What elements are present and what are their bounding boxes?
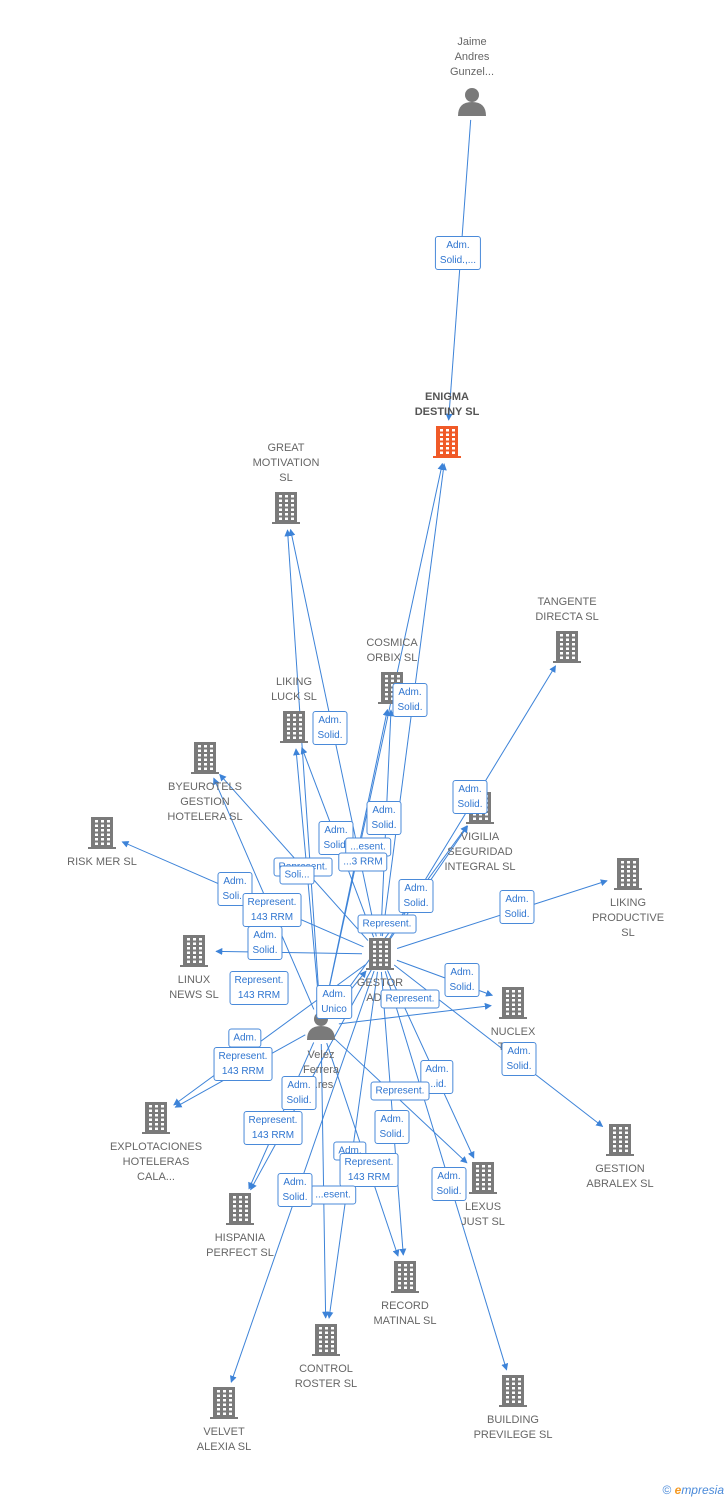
node-label-cosmica[interactable]: COSMICA ORBIX SL	[366, 637, 418, 664]
node-label-enigma[interactable]: ENIGMA DESTINY SL	[414, 391, 480, 418]
building-icon-hispania[interactable]	[226, 1193, 254, 1225]
node-label-hispania[interactable]: HISPANIA PERFECT SL	[206, 1232, 274, 1259]
building-icon-enigma[interactable]	[433, 426, 461, 458]
node-label-liking_prod[interactable]: LIKING PRODUCTIVE SL	[591, 897, 665, 939]
edge-role-label[interactable]: Adm. Solid.	[281, 1076, 317, 1110]
building-icon-building[interactable]	[499, 1375, 527, 1407]
edge-role-label[interactable]: Adm. Solid.	[501, 1042, 537, 1076]
node-label-vigilia[interactable]: VIGILIA SEGURIDAD INTEGRAL SL	[444, 831, 516, 873]
edge-gestor-to-linux	[215, 947, 363, 955]
footer-brand: © empresia	[662, 1483, 724, 1497]
edge-velez-to-control	[320, 1043, 330, 1319]
edge-role-label[interactable]: Adm. Solid.	[247, 926, 283, 960]
node-label-risk[interactable]: RISK MER SL	[67, 856, 137, 868]
edge-velez-to-lexus	[333, 1037, 468, 1164]
building-icon-tangente[interactable]	[553, 631, 581, 663]
edge-role-label[interactable]: ...esent.	[310, 1185, 356, 1205]
edge-role-label[interactable]: Adm. Solid.	[444, 963, 480, 997]
node-label-linux[interactable]: LINUX NEWS SL	[169, 974, 219, 1001]
edge-role-label[interactable]: Adm. Solid.	[499, 890, 535, 924]
edge-role-label[interactable]: Adm. Solid.	[366, 801, 402, 835]
edge-role-label[interactable]: Represent. 143 RRM	[229, 971, 289, 1005]
building-icon-nuclex[interactable]	[499, 987, 527, 1019]
edge-role-label[interactable]: Adm. Solid.	[398, 879, 434, 913]
brand-name: mpresia	[681, 1483, 724, 1497]
building-icon-velvet[interactable]	[210, 1387, 238, 1419]
building-icon-liking_prod[interactable]	[614, 858, 642, 890]
edge-role-label[interactable]: Adm. Solid.	[312, 711, 348, 745]
person-icon-jaime[interactable]	[458, 88, 486, 116]
node-label-explotaciones[interactable]: EXPLOTACIONES HOTELERAS CALA...	[109, 1141, 203, 1183]
node-label-liking_luck[interactable]: LIKING LUCK SL	[271, 676, 317, 703]
nodes-layer	[88, 88, 642, 1419]
node-label-lexus[interactable]: LEXUS JUST SL	[461, 1201, 505, 1228]
building-icon-risk[interactable]	[88, 817, 116, 849]
building-icon-linux[interactable]	[180, 935, 208, 967]
edge-role-label[interactable]: Represent.	[380, 989, 440, 1009]
node-label-building[interactable]: BUILDING PREVILEGE SL	[473, 1414, 553, 1441]
edge-role-label[interactable]: Adm.	[228, 1028, 262, 1048]
edge-velez-to-enigma	[324, 462, 445, 1009]
edge-jaime-to-enigma	[445, 119, 472, 421]
copyright-symbol: ©	[662, 1483, 672, 1497]
edge-role-label[interactable]: Adm. Solid.	[452, 780, 488, 814]
edge-velez-to-great	[284, 529, 321, 1009]
edge-role-label[interactable]: Adm. Solid.	[392, 683, 428, 717]
node-label-gestion_abralex[interactable]: GESTION ABRALEX SL	[586, 1163, 654, 1190]
edge-velez-to-nuclex	[338, 1002, 492, 1025]
node-label-control[interactable]: CONTROL ROSTER SL	[294, 1363, 358, 1390]
brand-initial: e	[674, 1483, 682, 1497]
edge-role-label[interactable]: Represent. 143 RRM	[213, 1047, 273, 1081]
node-label-byeurotels[interactable]: BYEUROTELS GESTION HOTELERA SL	[167, 781, 243, 823]
edge-role-label[interactable]: Adm. Soli...	[217, 872, 253, 906]
edge-role-label[interactable]: Represent.	[357, 914, 417, 934]
building-icon-byeurotels[interactable]	[191, 742, 219, 774]
edge-role-label[interactable]: Represent. 143 RRM	[242, 893, 302, 927]
building-icon-lexus[interactable]	[469, 1162, 497, 1194]
edge-gestor-to-byeurotels	[219, 773, 369, 941]
edge-role-label[interactable]: Represent.	[370, 1081, 430, 1101]
node-label-tangente[interactable]: TANGENTE DIRECTA SL	[535, 596, 599, 623]
node-label-great[interactable]: GREAT MOTIVATION SL	[252, 442, 320, 484]
building-icon-gestor[interactable]	[366, 938, 394, 970]
node-label-record[interactable]: RECORD MATINAL SL	[373, 1300, 437, 1327]
building-icon-record[interactable]	[391, 1261, 419, 1293]
edge-role-label[interactable]: Soli...	[279, 865, 315, 885]
edge-role-label[interactable]: Adm. Unico	[316, 985, 352, 1019]
edge-role-label[interactable]: Adm. Solid.	[431, 1167, 467, 1201]
edge-role-label[interactable]: ...3 RRM	[338, 852, 388, 872]
edge-role-label[interactable]: Represent. 143 RRM	[339, 1153, 399, 1187]
node-label-jaime[interactable]: Jaime Andres Gunzel...	[449, 36, 495, 78]
edge-role-label[interactable]: Adm. Solid.	[374, 1110, 410, 1144]
node-label-velvet[interactable]: VELVET ALEXIA SL	[196, 1426, 252, 1453]
building-icon-liking_luck[interactable]	[280, 711, 308, 743]
edge-role-label[interactable]: Adm. Solid.,...	[434, 236, 482, 270]
building-icon-explotaciones[interactable]	[142, 1102, 170, 1134]
building-icon-gestion_abralex[interactable]	[606, 1124, 634, 1156]
building-icon-control[interactable]	[312, 1324, 340, 1356]
edge-role-label[interactable]: Adm. Solid.	[277, 1173, 313, 1207]
building-icon-great[interactable]	[272, 492, 300, 524]
edge-role-label[interactable]: Represent. 143 RRM	[243, 1111, 303, 1145]
